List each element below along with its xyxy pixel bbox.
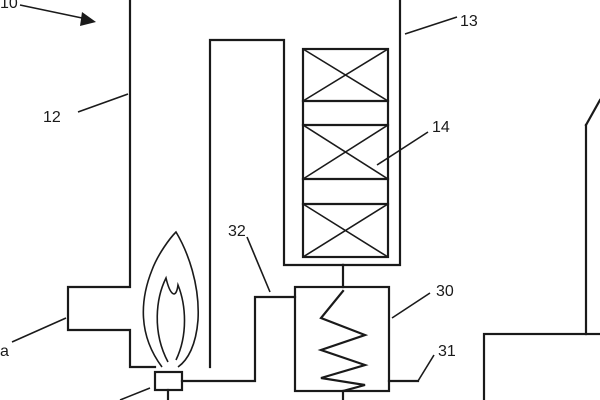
label-ref-32: 32 (228, 223, 246, 240)
right-structure (482, 98, 600, 400)
catalyst-column-14 (301, 47, 390, 259)
flame (142, 230, 199, 368)
burner (153, 370, 184, 392)
label-ref-12: 12 (43, 109, 61, 126)
label-ref-31: 31 (438, 343, 456, 360)
label-ref-13: 13 (460, 13, 478, 30)
inner-duct (208, 38, 345, 369)
leader-lines (11, 4, 458, 382)
vessel-12-wall (66, 0, 157, 369)
label-ref-a: a (0, 343, 9, 360)
vessel-13-wall (341, 0, 402, 267)
pipe-32 (180, 295, 297, 383)
arrow-head (80, 12, 96, 26)
label-ref-14: 14 (432, 119, 450, 136)
label-ref-10: 10 (0, 0, 18, 12)
burner-feed-line (119, 387, 151, 400)
heat-exchanger-30 (293, 285, 391, 393)
label-ref-30: 30 (436, 283, 454, 300)
